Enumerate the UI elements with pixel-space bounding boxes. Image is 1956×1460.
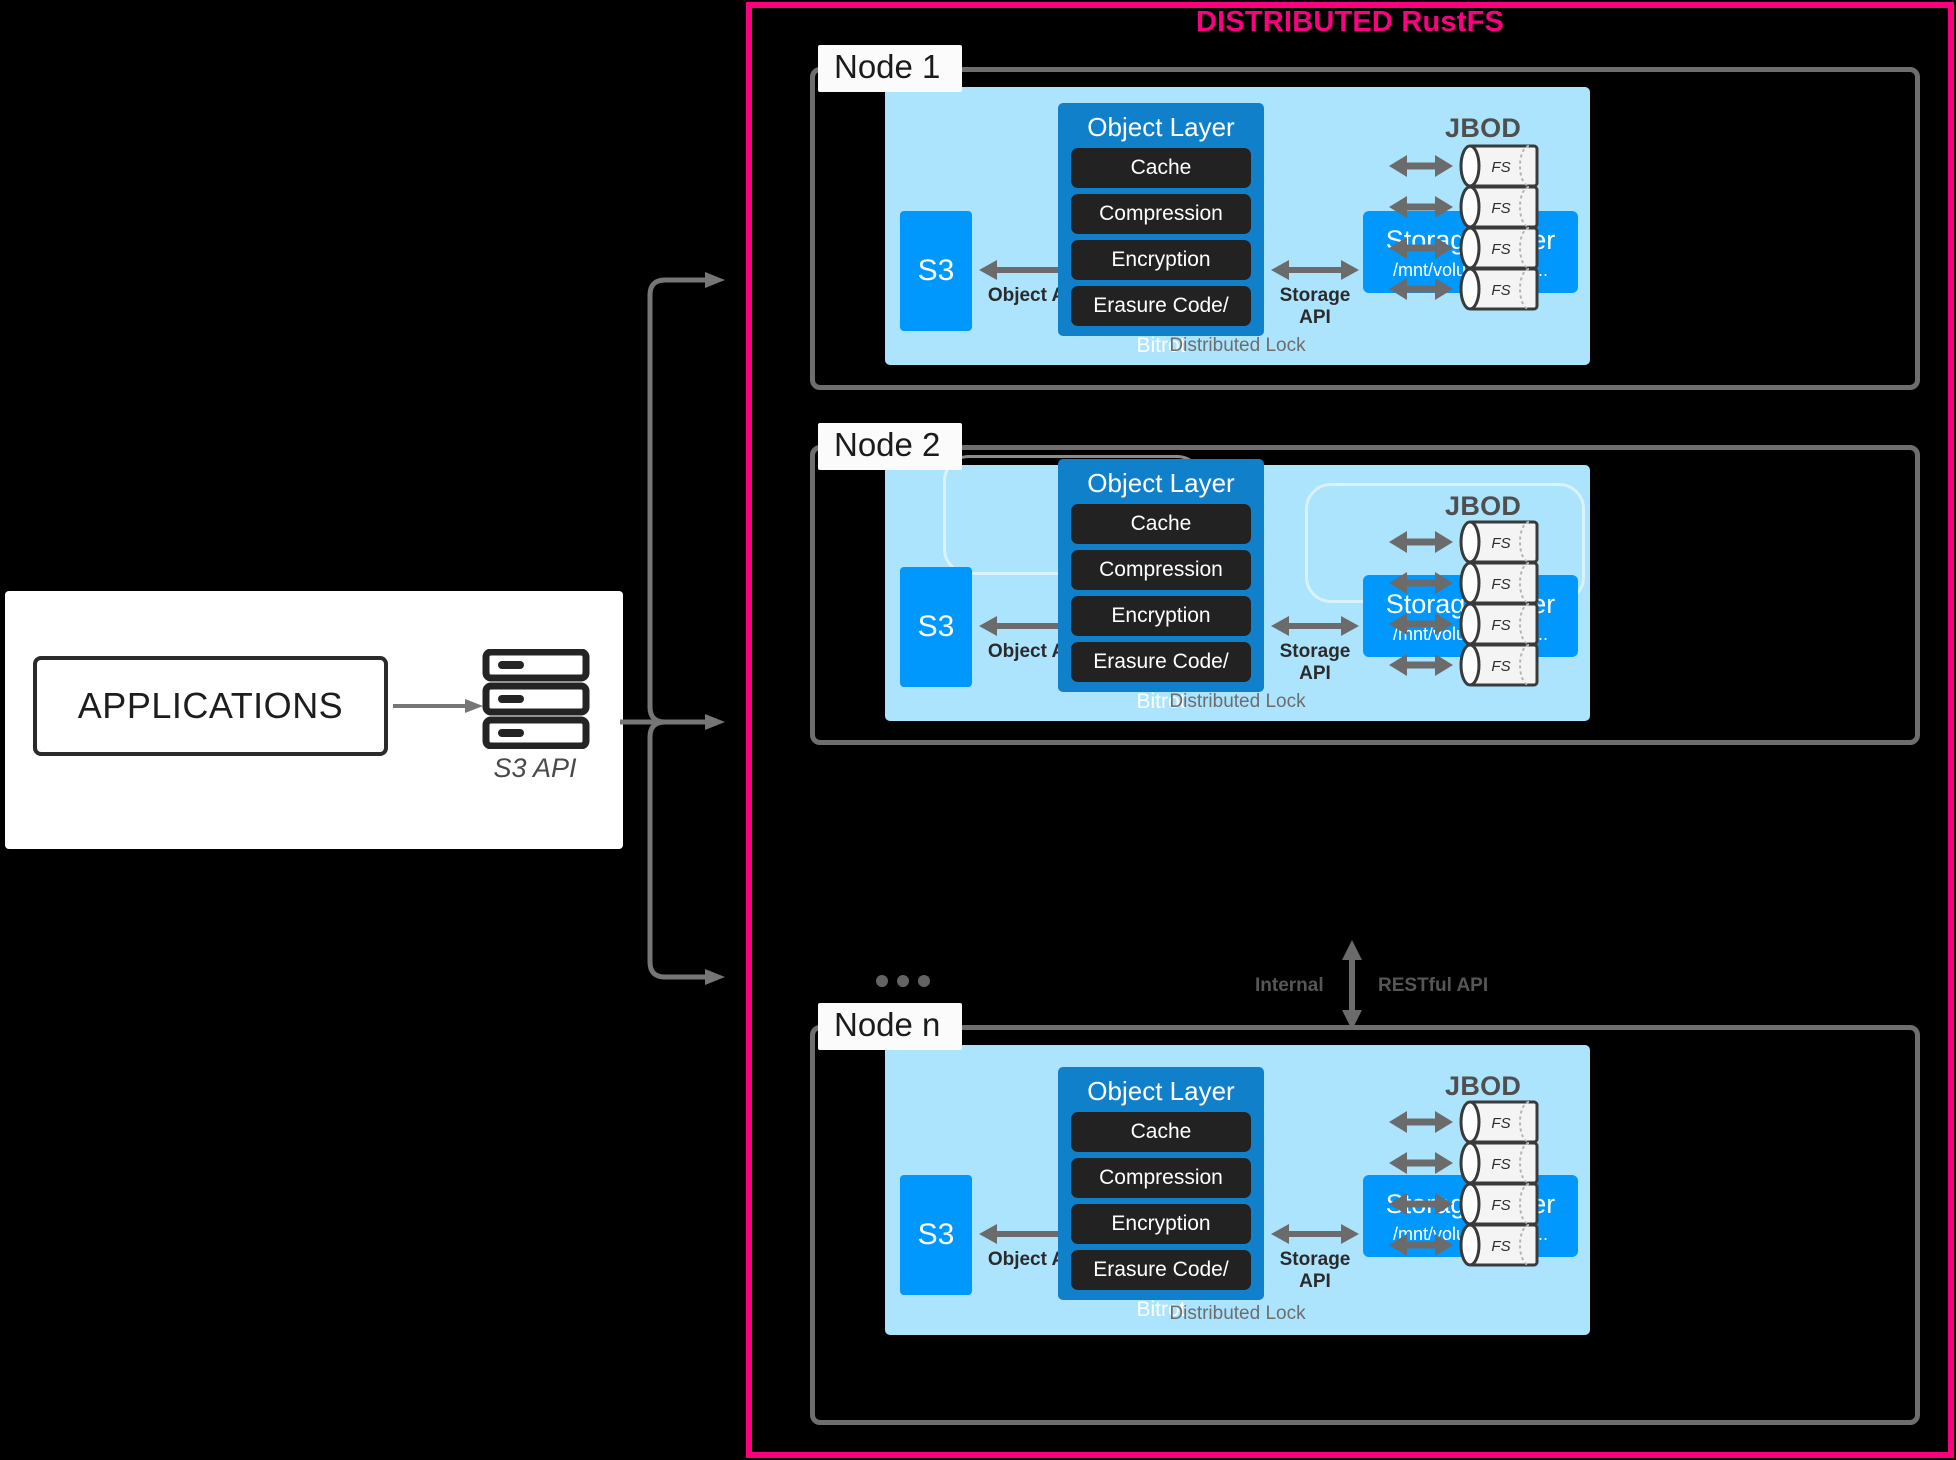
s3-api-to-nodes-connector	[620, 272, 725, 985]
node-2-ol-compression: Compression	[1071, 550, 1251, 590]
node-n-fs-1: FS	[1389, 1100, 1539, 1144]
node-1-ol-encryption: Encryption	[1071, 240, 1251, 280]
applications-box: APPLICATIONS	[33, 656, 388, 756]
node-2-s3-box: S3	[900, 567, 972, 687]
node-2-ol-encryption: Encryption	[1071, 596, 1251, 636]
node-1-fs-3: FS	[1389, 226, 1539, 270]
node-1-storage-api-label: Storage API	[1279, 285, 1351, 328]
node-n-ol-erasure-code: Erasure Code/ Bitrot	[1071, 1250, 1251, 1321]
node-n-s3-box: S3	[900, 1175, 972, 1295]
node-2-tag: Node 2	[818, 423, 963, 470]
node-1-fs-2: FS	[1389, 185, 1539, 229]
node-n-fs-2: FS	[1389, 1141, 1539, 1185]
diagram-title: DISTRIBUTED RustFS	[1195, 6, 1505, 38]
node-n-fs-4: FS	[1389, 1223, 1539, 1267]
node-2-storage-api-arrow-icon	[1271, 616, 1359, 636]
node-n-tag: Node n	[818, 1003, 963, 1050]
node-1-ol-cache: Cache	[1071, 148, 1251, 188]
node-1-tag: Node 1	[818, 45, 963, 92]
node-n-ol-compression: Compression	[1071, 1158, 1251, 1198]
node-1-object-layer-title: Object Layer	[1087, 112, 1235, 142]
applications-card: APPLICATIONS S3 API	[5, 591, 623, 849]
distributed-boundary	[746, 2, 1954, 1458]
node-n-frame	[810, 1025, 1920, 1425]
node-1-fs-4: FS	[1389, 267, 1539, 311]
node-2: Node 2 S3 Object API Object Layer Cache …	[810, 423, 1920, 745]
node-1-distributed-lock-label: Distributed Lock	[1169, 335, 1306, 356]
node-2-fs-2: FS	[1389, 561, 1539, 605]
node-1-fs-1: FS	[1389, 144, 1539, 188]
link-2-right-label: RESTful API	[1378, 975, 1489, 996]
node-2-fs-4: FS	[1389, 643, 1539, 687]
svg-text:FS: FS	[1491, 576, 1510, 593]
svg-text:FS: FS	[1491, 159, 1510, 176]
svg-text:FS: FS	[1491, 658, 1510, 675]
node-n-ol-cache: Cache	[1071, 1112, 1251, 1152]
node-2-object-layer: Object Layer Cache Compression Encryptio…	[1058, 459, 1264, 713]
node-2-fs-3: FS	[1389, 602, 1539, 646]
node-2-distributed-lock-label: Distributed Lock	[1169, 691, 1306, 712]
svg-text:FS: FS	[1491, 617, 1510, 634]
node-n-storage-api-arrow-icon	[1271, 1224, 1359, 1244]
nodes-ellipsis	[876, 975, 930, 987]
svg-text:FS: FS	[1491, 1197, 1510, 1214]
svg-text:FS: FS	[1491, 1115, 1510, 1132]
node-n-distributed-lock-label: Distributed Lock	[1169, 1303, 1306, 1324]
node-2-fs-1: FS	[1389, 520, 1539, 564]
svg-text:FS: FS	[1491, 1156, 1510, 1173]
link-2-left-label: Internal	[1255, 975, 1324, 996]
node-1-storage-api-arrow-icon	[1271, 260, 1359, 280]
node-n-ol-encryption: Encryption	[1071, 1204, 1251, 1244]
node-n-object-layer: Object Layer Cache Compression Encryptio…	[1058, 1067, 1264, 1321]
node-1: Node 1 S3 Object API Object Layer Cache …	[810, 45, 1920, 390]
node-n: Node n S3 Object API Object Layer Cache …	[810, 1003, 1920, 1433]
svg-text:FS: FS	[1491, 200, 1510, 217]
node-1-object-layer: Object Layer Cache Compression Encryptio…	[1058, 103, 1264, 357]
node-1-frame	[810, 67, 1920, 390]
node-n-jbod-label: JBOD/F	[1445, 1071, 1520, 1101]
s3-api-label: S3 API	[493, 753, 577, 783]
node-n-fs-3: FS	[1389, 1182, 1539, 1226]
node-2-ol-cache: Cache	[1071, 504, 1251, 544]
node-2-storage-api-label: Storage API	[1279, 641, 1351, 684]
link-2-arrow-icon	[1342, 940, 1362, 1030]
node-1-ol-erasure-code: Erasure Code/ Bitrot	[1071, 286, 1251, 357]
node-2-ol-erasure-code: Erasure Code/ Bitrot	[1071, 642, 1251, 713]
svg-text:FS: FS	[1491, 241, 1510, 258]
svg-text:FS: FS	[1491, 1238, 1510, 1255]
node-1-jbod-label: JBOD/F	[1445, 113, 1520, 143]
node-1-ol-compression: Compression	[1071, 194, 1251, 234]
server-stack-icon	[482, 649, 590, 749]
svg-text:FS: FS	[1491, 535, 1510, 552]
node-1-s3-box: S3	[900, 211, 972, 331]
node-2-jbod-label: JBOD/F	[1445, 491, 1520, 521]
node-n-object-layer-title: Object Layer	[1087, 1076, 1235, 1106]
node-n-storage-api-label: Storage API	[1279, 1249, 1351, 1292]
node-2-object-layer-title: Object Layer	[1087, 468, 1235, 498]
applications-to-api-arrow-icon	[393, 699, 483, 713]
node-2-frame	[810, 445, 1920, 745]
svg-text:FS: FS	[1491, 282, 1510, 299]
